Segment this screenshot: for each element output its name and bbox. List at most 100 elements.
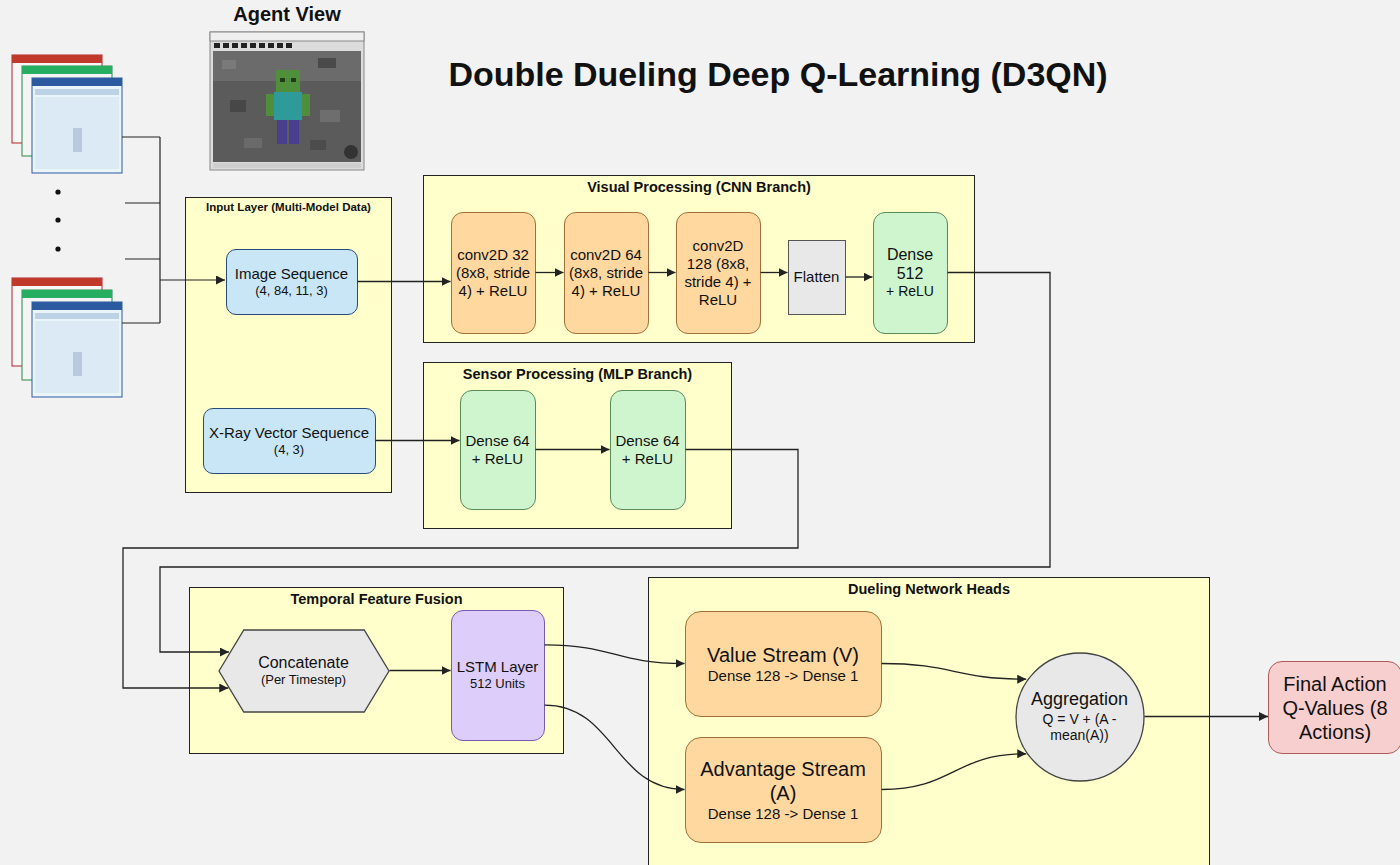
stone-texture xyxy=(310,140,326,150)
node-text: + ReLU xyxy=(615,450,681,468)
frame-window xyxy=(22,66,112,156)
circle-shape xyxy=(1016,653,1144,781)
mlp-band: Sensor Processing (MLP Branch)Dense 64+ … xyxy=(423,362,732,529)
stone-wall xyxy=(213,51,361,162)
window-titlebar xyxy=(22,66,112,74)
stone-texture xyxy=(318,58,336,68)
flatten-box: Flatten xyxy=(788,240,846,315)
node-text: X-Ray Vector Sequence xyxy=(208,424,371,442)
ellipsis-dot xyxy=(55,189,60,194)
dense-box: Dense 64+ ReLU xyxy=(460,390,536,510)
window-titlebar xyxy=(12,55,102,63)
dense-box: Dense 64+ ReLU xyxy=(610,390,686,510)
mob-figure xyxy=(73,128,82,152)
text-block: conv2D 128 (8x8, stride 4) + ReLU xyxy=(681,237,756,309)
frame-window xyxy=(22,290,112,380)
connector-arrow xyxy=(1145,716,1269,717)
input-box: X-Ray Vector Sequence(4, 3) xyxy=(203,408,376,474)
bracket-line xyxy=(159,137,160,323)
text-block: AggregationQ = V + (A - mean(A)) xyxy=(1030,689,1130,744)
aggregation-circle: AggregationQ = V + (A - mean(A)) xyxy=(1015,652,1145,782)
frame-window xyxy=(12,278,102,366)
dense-box: Dense 512+ ReLU xyxy=(873,212,948,334)
band-title: Input Layer (Multi-Model Data) xyxy=(186,198,391,215)
node-text: Dense 64 xyxy=(615,432,681,450)
node-text: 512 Units xyxy=(456,676,540,692)
node-text: conv2D 64 (8x8, stride 4) + ReLU xyxy=(569,246,644,300)
text-block: conv2D 64 (8x8, stride 4) + ReLU xyxy=(569,246,644,300)
frame-window xyxy=(32,78,122,173)
text-block: Value Stream (V)Dense 128 -> Dense 1 xyxy=(690,643,877,685)
toolbar-icon xyxy=(259,43,265,48)
node-text: Q = V + (A - mean(A)) xyxy=(1030,711,1130,745)
toolbar-strip xyxy=(35,89,119,95)
mob-figure xyxy=(73,352,82,376)
node-text: Value Stream (V) xyxy=(690,643,877,667)
node-text: conv2D 32 (8x8, stride 4) + ReLU xyxy=(456,246,531,300)
text-block: Dense 64+ ReLU xyxy=(615,432,681,468)
toolbar-strip xyxy=(35,313,119,319)
node-text: (4, 84, 11, 3) xyxy=(231,283,353,299)
stone-texture xyxy=(222,60,236,69)
text-block: Flatten xyxy=(792,268,842,286)
ellipsis-dot xyxy=(55,246,60,251)
node-text: Concatenate xyxy=(239,653,369,672)
zombie-body xyxy=(274,92,302,120)
stone-ceiling xyxy=(213,51,361,81)
toolbar-icon xyxy=(286,43,292,48)
window-titlebar xyxy=(12,278,102,286)
bracket-line xyxy=(122,322,160,323)
zombie-eye xyxy=(291,78,296,82)
node-text: Aggregation xyxy=(1030,689,1130,711)
toolbar-icon xyxy=(250,43,256,48)
diagram-title: Double Dueling Deep Q-Learning (D3QN) xyxy=(398,55,1158,94)
output-box: Final Action Q-Values (8 Actions) xyxy=(1268,661,1400,754)
node-text: + ReLU xyxy=(878,283,943,300)
concat-hexagon: Concatenate(Per Timestep) xyxy=(218,629,390,713)
dueling-band: Dueling Network HeadsValue Stream (V)Den… xyxy=(648,577,1210,865)
window-titlebar xyxy=(32,302,122,310)
connector-arrow xyxy=(536,449,610,450)
node-text: conv2D 128 (8x8, stride 4) + ReLU xyxy=(681,237,756,309)
node-text: + ReLU xyxy=(465,450,531,468)
bracket-line xyxy=(122,136,160,137)
zombie-head xyxy=(276,70,300,92)
text-block: Advantage Stream (A)Dense 128 -> Dense 1 xyxy=(690,757,877,823)
connector-arrow xyxy=(882,754,1027,790)
text-block: Concatenate(Per Timestep) xyxy=(239,653,369,688)
zombie-arm xyxy=(302,94,310,116)
text-block: Dense 512+ ReLU xyxy=(878,245,943,300)
node-text: Advantage Stream (A) xyxy=(690,757,877,805)
layer-box: conv2D 64 (8x8, stride 4) + ReLU xyxy=(564,212,649,334)
node-text: (Per Timestep) xyxy=(239,672,369,688)
connector-arrow xyxy=(882,664,1027,680)
snow-scene xyxy=(35,321,119,393)
layer-box: conv2D 128 (8x8, stride 4) + ReLU xyxy=(676,212,761,334)
connector-arrow xyxy=(123,450,798,689)
frame-window xyxy=(32,302,122,397)
input-arrow xyxy=(160,279,225,280)
node-text: Final Action Q-Values (8 Actions) xyxy=(1275,672,1395,744)
connector-arrow xyxy=(545,705,685,789)
screenshot-window xyxy=(210,32,364,170)
toolbar-icon xyxy=(223,43,229,48)
node-text: (4, 3) xyxy=(208,442,371,458)
window-titlebar xyxy=(32,78,122,86)
connector-arrow xyxy=(160,273,1050,653)
input-band: Input Layer (Multi-Model Data) Image Sequ… xyxy=(185,197,392,493)
connector-arrow xyxy=(376,440,460,441)
image-label: Agent View xyxy=(190,3,384,26)
input-box: Image Sequence(4, 84, 11, 3) xyxy=(226,249,358,315)
node-text: Flatten xyxy=(792,268,842,286)
connector-arrow xyxy=(649,272,676,273)
node-text: LSTM Layer xyxy=(456,658,540,676)
hexagon-shape xyxy=(219,630,389,712)
hud-icon xyxy=(344,145,358,159)
cnn-band: Visual Processing (CNN Branch)conv2D 32 … xyxy=(423,175,975,343)
bracket-line xyxy=(125,258,160,259)
connector-arrow xyxy=(390,670,451,671)
toolbar-icon xyxy=(214,43,220,48)
node-text: Dense 64 xyxy=(465,432,531,450)
window-titlebar xyxy=(22,290,112,298)
text-block: X-Ray Vector Sequence(4, 3) xyxy=(208,424,371,458)
